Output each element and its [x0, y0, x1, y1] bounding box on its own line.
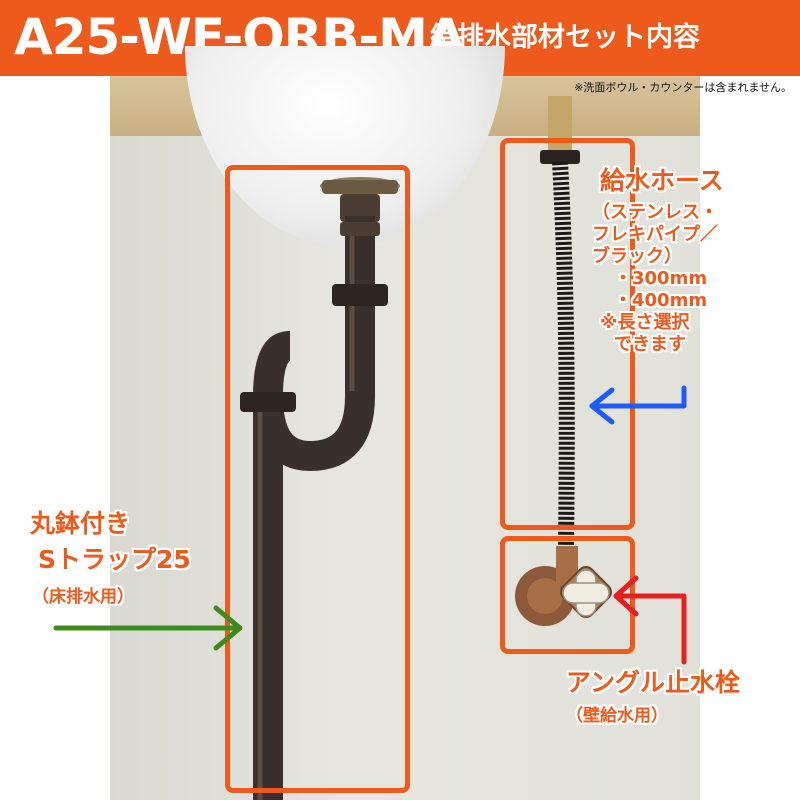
braided-hose — [552, 161, 575, 547]
hose-callout-title: 給水ホース — [600, 166, 724, 195]
trap-callout-usage: （床排水用） — [32, 587, 134, 607]
hose-detail-line: フレキパイプ／ — [592, 224, 718, 245]
s-trap-highlights — [257, 226, 355, 800]
trap-arrow-icon — [53, 605, 243, 651]
hose-detail-line: ・300mm — [614, 268, 708, 289]
hose-detail-line: ブラック） — [592, 246, 682, 267]
hose-detail-line: ・400mm — [614, 290, 708, 311]
hose-callout-detail: （ステンレス・ フレキパイプ／ ブラック） ・300mm ・400mm ※長さ選… — [592, 202, 718, 356]
trap-nuts — [240, 222, 388, 412]
hose-detail-line: できます — [614, 334, 686, 355]
drain-flange — [320, 177, 400, 222]
hose-detail-line: ※長さ選択 — [600, 312, 690, 333]
disclaimer-note: ※洗面ボウル・カウンターは含まれません。 — [574, 81, 792, 94]
trap-callout-subtitle: Sトラップ25 — [38, 545, 191, 574]
valve-arrow-icon — [613, 575, 687, 665]
cross-handle — [562, 569, 610, 617]
hose-arrow-icon — [589, 385, 687, 425]
hose-highlight-frame — [500, 138, 635, 530]
angle-valve — [515, 546, 612, 626]
valve-callout-title: アングル止水栓 — [566, 668, 741, 697]
valve-callout-usage: （壁給水用） — [566, 706, 668, 726]
s-trap-highlight-frame — [225, 165, 410, 793]
trap-callout-title: 丸鉢付き — [30, 509, 131, 538]
s-trap-pipe — [252, 216, 375, 800]
hose-detail-line: （ステンレス・ — [592, 202, 718, 223]
